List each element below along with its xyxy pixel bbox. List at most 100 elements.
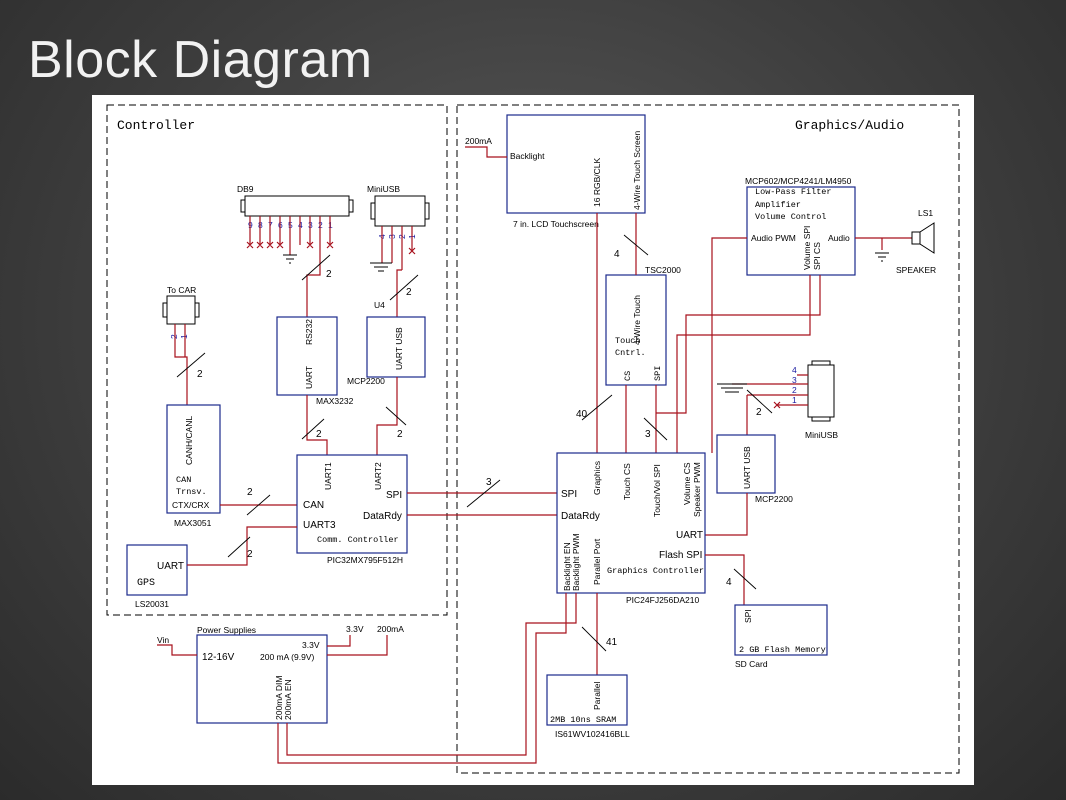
power-in-label: 12-16V xyxy=(202,652,235,663)
db9-connector: DB9 9 8 7 6 5 4 3 2 1 xyxy=(237,184,354,230)
uartusb-comm-wire xyxy=(376,377,398,455)
gfx-spi-label: SPI xyxy=(561,489,577,500)
flash-name-label: 2 GB Flash Memory xyxy=(739,645,826,655)
gps-block: UART GPS LS20031 xyxy=(126,544,188,609)
graphics-region-label: Graphics/Audio xyxy=(795,118,904,133)
max3051-label: MAX3051 xyxy=(174,518,212,528)
uartusb-gfx-wire xyxy=(705,493,748,536)
flash-spi-label: SPI xyxy=(743,609,753,623)
rs232-rs-label: RS232 xyxy=(304,319,314,345)
usb-right-pin-wires xyxy=(732,374,808,406)
audio-line: Amplifier xyxy=(755,200,801,210)
sram-bus-width: 41 xyxy=(606,637,618,648)
power-33-label: 3.3V xyxy=(302,640,320,650)
db9-pin-wires xyxy=(249,216,331,245)
tocar-can-wire xyxy=(174,324,188,405)
pic24-label: PIC24FJ256DA210 xyxy=(626,595,700,605)
graphics-controller-block: Graphics Touch CS Touch/Vol SPI Volume C… xyxy=(556,452,706,605)
usb-top-pin-wires xyxy=(381,226,413,270)
rgb-bus-slash xyxy=(581,394,613,421)
sram-bus-slash xyxy=(581,626,607,652)
power-en-label: 200mA EN xyxy=(283,679,293,720)
db9-label: DB9 xyxy=(237,184,254,194)
tsc-cs-label: CS xyxy=(623,371,633,381)
usb-right-pin: 2 xyxy=(792,385,797,395)
tsc-ctrl1-label: Touch xyxy=(615,336,641,346)
controller-region xyxy=(106,104,448,616)
lcd-backlight-label: Backlight xyxy=(510,151,545,161)
mcp2200-right-label: MCP2200 xyxy=(755,494,793,504)
pic32-label: PIC32MX795F512H xyxy=(327,555,403,565)
usb-top-ground-icon xyxy=(370,262,392,272)
miniusb-top-label: MiniUSB xyxy=(367,184,400,194)
gfx-touchvol-label: Touch/Vol SPI xyxy=(652,464,662,517)
lcd-current-label: 200mA xyxy=(465,136,492,146)
tocar-pin: 1 xyxy=(179,334,189,339)
gfx-flash-label: Flash SPI xyxy=(659,550,702,561)
gfx-datardy-label: DataRdy xyxy=(561,511,600,522)
tsc2000-label: TSC2000 xyxy=(645,265,681,275)
usb-right-pin: 1 xyxy=(792,395,797,405)
lcd-tsc-bus-width: 4 xyxy=(614,249,620,260)
gfx-parallel-label: Parallel Port xyxy=(592,538,602,585)
uartusb-left-block: UART USB MCP2200 xyxy=(347,316,426,386)
gps-comm-wire xyxy=(187,526,297,566)
backlight-wire xyxy=(465,146,507,158)
comm-datardy-label: DataRdy xyxy=(363,511,402,522)
can-bus-slash xyxy=(246,494,271,516)
sram-parallel-label: Parallel xyxy=(592,682,602,710)
usb-right-ground-icon xyxy=(717,383,747,393)
comm-spi-label: SPI xyxy=(386,490,402,501)
tocar-bus-width: 2 xyxy=(197,369,203,380)
audio-spi-wire xyxy=(676,275,811,453)
gfx-blpwm-label: Backlight PWM xyxy=(571,533,581,591)
gfx-name-label: Graphics Controller xyxy=(607,566,704,576)
power-out-label: 200 mA (9.9V) xyxy=(260,652,315,662)
spi-bus-slash xyxy=(466,479,501,508)
db9-bus-width: 2 xyxy=(326,269,332,280)
block-diagram: Controller Graphics/Audio Backlight 16 R… xyxy=(106,104,960,774)
rail-200-label: 200mA xyxy=(377,624,404,634)
audio-out-label: Audio xyxy=(828,233,850,243)
usb-right-nc-mark xyxy=(773,401,781,409)
gps-uart-label: UART xyxy=(157,561,184,572)
vin-label: Vin xyxy=(157,635,169,645)
speaker-ref-label: LS1 xyxy=(918,208,933,218)
uartusb-bus-slash xyxy=(385,406,407,426)
backlight-en-wire xyxy=(286,593,577,756)
spi-bus-width: 3 xyxy=(486,477,492,488)
db9-nc-marks xyxy=(246,241,334,249)
tocar-label: To CAR xyxy=(167,285,196,295)
usb-right-bus-width: 2 xyxy=(756,407,762,418)
rs232-block: UART RS232 MAX3232 xyxy=(276,316,354,406)
tsc2000-block: TSC2000 4-Wire Touch Touch Cntrl. CS SPI xyxy=(605,265,681,386)
rs232-uart-label: UART xyxy=(304,366,314,389)
audio-cs-label: SPI CS xyxy=(812,242,822,270)
rail-33-wire xyxy=(327,635,351,647)
tocar-pin: 2 xyxy=(169,334,179,339)
audio-spi-label: Volume SPI xyxy=(802,226,812,270)
gfx-uart-label: UART xyxy=(676,530,703,541)
comm-can-label: CAN xyxy=(303,500,324,511)
speaker-ground-icon xyxy=(875,252,889,262)
comm-uart3-label: UART3 xyxy=(303,520,336,531)
gfx-blen-label: Backlight EN xyxy=(562,542,572,591)
tsc-spi-label: SPI xyxy=(653,366,663,381)
lcd-caption: 7 in. LCD Touchscreen xyxy=(513,219,599,229)
can-bus-width: 2 xyxy=(247,487,253,498)
flash-wire xyxy=(705,554,745,605)
power-dim-label: 200mA DIM xyxy=(274,676,284,720)
rail-200-wire xyxy=(327,635,388,656)
uartusb-left-label: UART USB xyxy=(394,327,404,370)
gps-bus-width: 2 xyxy=(247,549,253,560)
canh-label: CANH/CANL xyxy=(184,416,194,465)
ctx-label: CTX/CRX xyxy=(172,500,210,510)
tsc-spi-bus-slash xyxy=(643,417,668,441)
audio-part-label: MCP602/MCP4241/LM4950 xyxy=(745,176,852,186)
tsc-touch-label: 4-Wire Touch xyxy=(632,295,642,345)
tsc-spi-bus-width: 3 xyxy=(645,429,651,440)
audio-pwm-wire xyxy=(711,237,747,453)
db9-bus-slash xyxy=(301,254,331,281)
power-title-label: Power Supplies xyxy=(197,625,256,635)
usb-top-uart-wire xyxy=(396,269,402,317)
